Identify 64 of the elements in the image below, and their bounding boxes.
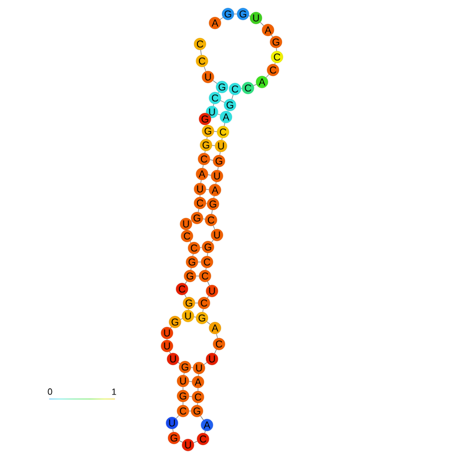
backbone-line [266,74,270,78]
backbone-line [197,402,198,406]
scale-label: 1 [112,388,116,395]
base-pair-line [218,114,220,116]
base-pair-line [220,100,225,103]
base-pair-line [202,218,206,220]
backbone-line [207,296,209,298]
backbone-line [204,362,208,365]
backbone-line [213,104,214,106]
backbone-line [232,94,234,100]
backbone-line [198,374,199,376]
backbone-line [202,308,204,312]
backbone-line [271,34,273,38]
backbone-line [213,225,215,230]
backbone-line [204,430,206,434]
backbone-line [179,440,183,443]
backbone-line [198,208,200,212]
backbone-line [207,281,210,286]
backbone-line [190,241,192,243]
backbone-line [192,254,194,256]
backbone-line [182,402,184,406]
base-pair-line [194,316,196,318]
backbone-line [214,349,217,354]
backbone-line [182,386,184,390]
backbone-line [220,17,224,20]
base-pair-line [194,302,198,304]
base-pair-line [206,189,210,190]
backbone-line [204,66,206,72]
base-pair-line [212,145,216,146]
backbone-line [172,428,174,432]
backbone-line [207,114,210,117]
backbone-line [200,180,202,184]
base-pair-line [214,131,218,132]
backbone-line [190,268,192,270]
backbone-line [193,441,198,443]
base-pair-line [190,367,194,368]
backbone-line [176,415,180,419]
backbone-line [253,84,257,86]
backbone-line [260,22,264,26]
backbone-line [206,321,210,325]
base-pair-line [200,247,202,248]
backbone-line [207,252,208,256]
backbone-line [170,326,172,328]
backbone-line [206,136,208,140]
base-pair-line [188,410,192,412]
backbone-line [200,416,204,420]
backbone-line [184,280,188,284]
backbone-line [202,164,204,168]
base-pair-line [208,174,212,176]
backbone-line [180,318,183,320]
base-pair-line [188,381,192,382]
scale-label: 0 [48,388,52,395]
backbone-line [184,294,187,298]
backbone-line [274,62,276,64]
backbone-line [216,334,218,338]
backbone-line [224,122,226,126]
backbone-line [178,362,180,364]
backbone-line [211,240,214,242]
backbone-line [276,48,277,52]
backbone-line [200,50,202,56]
backbone-line [204,150,206,154]
backbone-line [169,351,171,354]
backbone-line [212,80,218,84]
base-pair-line [188,396,192,397]
